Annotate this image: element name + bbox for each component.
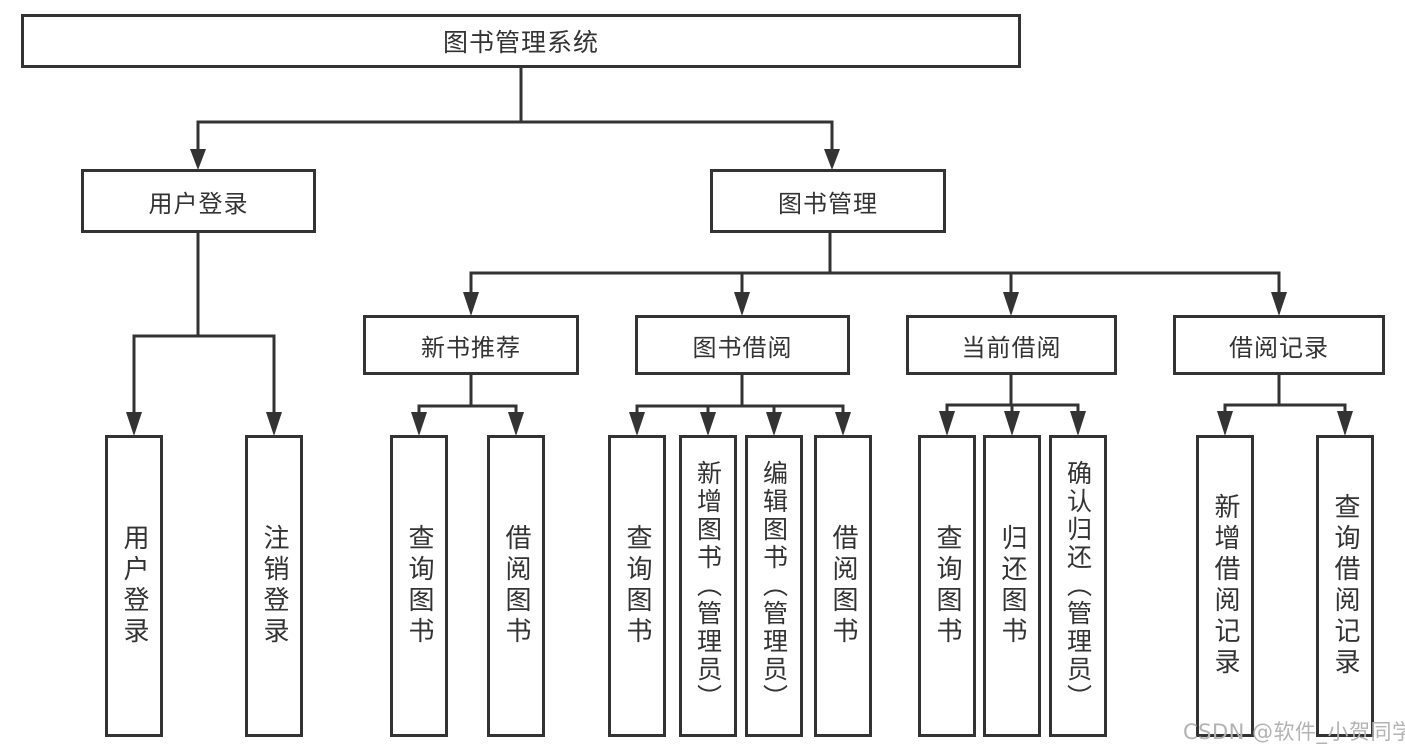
leaf-borrow-books-recommend-label: 借阅图书 <box>501 524 531 648</box>
leaf-query-books-borrow-label: 查询图书 <box>622 524 652 648</box>
node-book-management-label: 图书管理 <box>778 189 878 218</box>
node-user-login: 用户登录 <box>81 169 316 233</box>
leaf-query-books-current-label: 查询图书 <box>932 524 962 648</box>
leaf-borrow-books-label: 借阅图书 <box>828 524 858 648</box>
leaf-query-borrow-record: 查询借阅记录 <box>1316 435 1374 737</box>
leaf-user-login-label: 用户登录 <box>119 524 149 648</box>
leaf-logout-label: 注销登录 <box>259 524 289 648</box>
node-current-borrow: 当前借阅 <box>906 315 1117 375</box>
node-library-system: 图书管理系统 <box>21 14 1021 68</box>
leaf-confirm-return-admin-label: 确认归还（管理员） <box>1063 460 1093 712</box>
node-new-book-recommend: 新书推荐 <box>363 315 579 375</box>
node-book-management: 图书管理 <box>710 169 946 233</box>
leaf-user-login: 用户登录 <box>105 435 163 737</box>
leaf-add-borrow-record: 新增借阅记录 <box>1196 435 1254 737</box>
leaf-add-book-admin-label: 新增图书（管理员） <box>693 460 723 712</box>
leaf-borrow-books: 借阅图书 <box>814 435 872 737</box>
node-new-book-recommend-label: 新书推荐 <box>421 333 521 362</box>
csdn-watermark: CSDN @软件_小贺同学 <box>1183 720 1405 744</box>
leaf-return-books-label: 归还图书 <box>997 524 1027 648</box>
leaf-logout: 注销登录 <box>245 435 303 737</box>
leaf-borrow-books-recommend: 借阅图书 <box>487 435 545 737</box>
node-book-borrow: 图书借阅 <box>635 315 850 375</box>
leaf-query-books-recommend: 查询图书 <box>390 435 448 737</box>
leaf-query-borrow-record-label: 查询借阅记录 <box>1330 493 1360 679</box>
leaf-confirm-return-admin: 确认归还（管理员） <box>1049 435 1107 737</box>
leaf-edit-book-admin-label: 编辑图书（管理员） <box>759 460 789 712</box>
leaf-return-books: 归还图书 <box>983 435 1041 737</box>
leaf-query-books-current: 查询图书 <box>918 435 976 737</box>
leaf-query-books-recommend-label: 查询图书 <box>404 524 434 648</box>
leaf-query-books-borrow: 查询图书 <box>608 435 666 737</box>
node-current-borrow-label: 当前借阅 <box>961 333 1062 362</box>
leaf-add-book-admin: 新增图书（管理员） <box>679 435 737 737</box>
node-borrow-records-label: 借阅记录 <box>1229 333 1329 362</box>
node-book-borrow-label: 图书借阅 <box>692 333 793 362</box>
node-user-login-label: 用户登录 <box>148 189 249 218</box>
node-library-system-label: 图书管理系统 <box>442 28 599 57</box>
leaf-add-borrow-record-label: 新增借阅记录 <box>1210 493 1240 679</box>
leaf-edit-book-admin: 编辑图书（管理员） <box>745 435 803 737</box>
node-borrow-records: 借阅记录 <box>1173 315 1385 375</box>
